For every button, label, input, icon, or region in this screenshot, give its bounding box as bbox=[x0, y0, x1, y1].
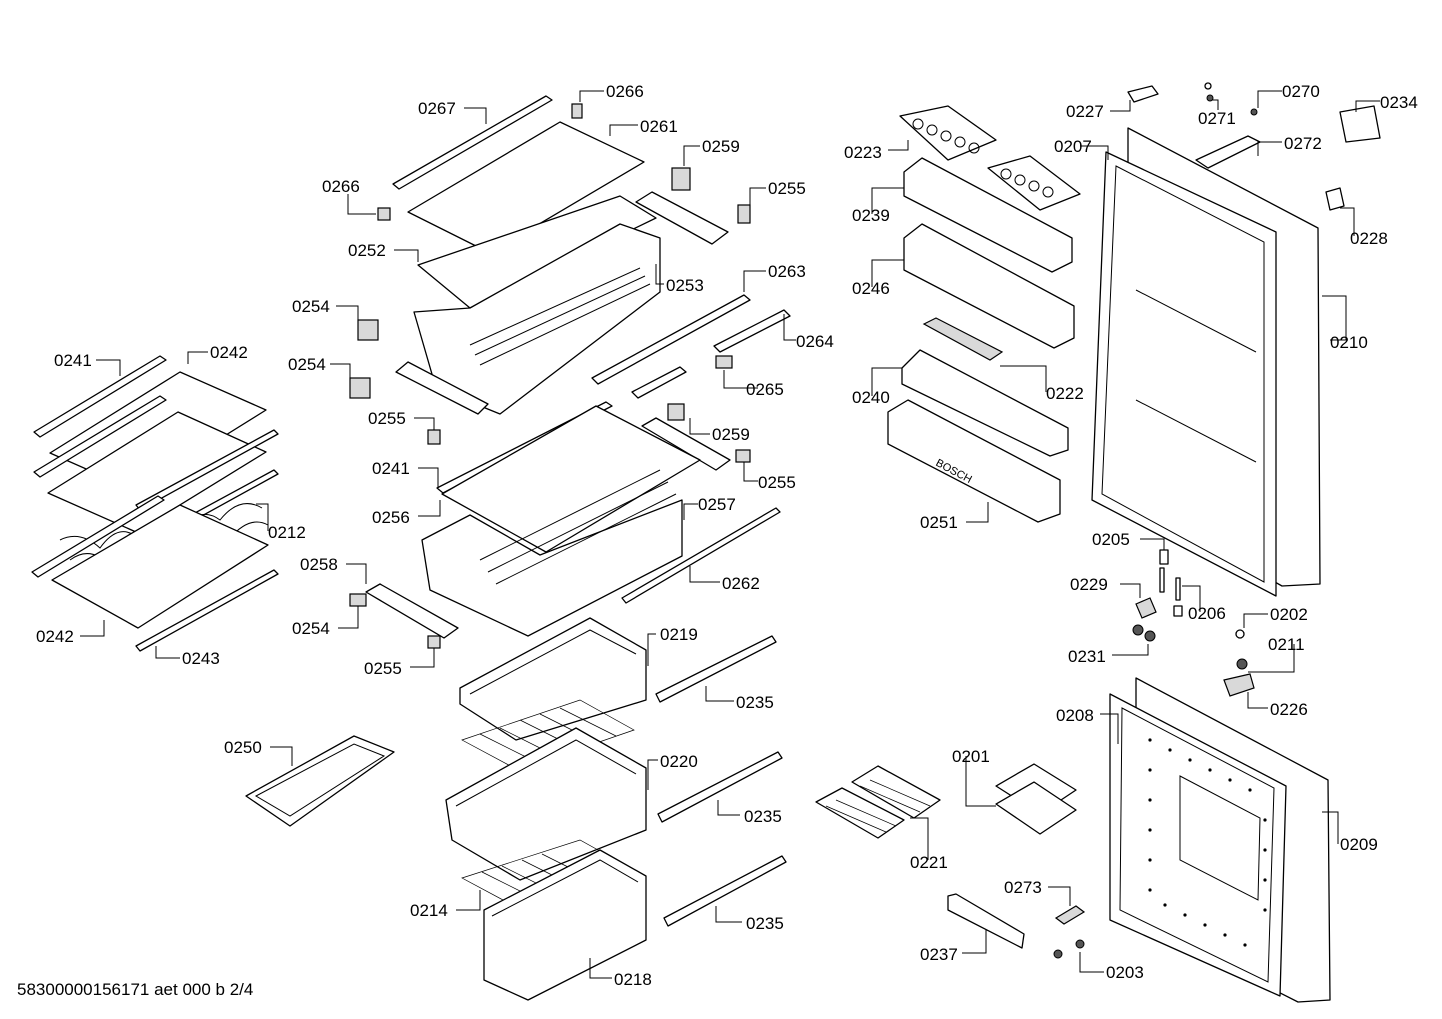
label-0229: 0229 bbox=[1070, 575, 1108, 594]
label-0209: 0209 bbox=[1340, 835, 1378, 854]
label-0266: 0266 bbox=[606, 82, 644, 101]
label-0252: 0252 bbox=[348, 241, 386, 260]
fasteners-group bbox=[1132, 82, 1258, 697]
label-0264: 0264 bbox=[796, 332, 834, 351]
label-0246: 0246 bbox=[852, 279, 890, 298]
label-0234: 0234 bbox=[1380, 93, 1418, 112]
label-0242: 0242 bbox=[36, 627, 74, 646]
label-0254: 0254 bbox=[292, 619, 330, 638]
label-0219: 0219 bbox=[660, 625, 698, 644]
label-0243: 0243 bbox=[182, 649, 220, 668]
label-0250: 0250 bbox=[224, 738, 262, 757]
lower-door-group bbox=[1109, 677, 1331, 1003]
upper-door-group bbox=[1091, 85, 1381, 597]
label-0235: 0235 bbox=[744, 807, 782, 826]
label-0259: 0259 bbox=[702, 137, 740, 156]
label-0226: 0226 bbox=[1270, 700, 1308, 719]
label-0221: 0221 bbox=[910, 853, 948, 872]
document-reference-number: 58300000156171 aet 000 b 2/4 bbox=[17, 980, 254, 999]
label-0223: 0223 bbox=[844, 143, 882, 162]
label-0272: 0272 bbox=[1284, 134, 1322, 153]
label-0214: 0214 bbox=[410, 901, 448, 920]
label-0270: 0270 bbox=[1282, 82, 1320, 101]
label-0266: 0266 bbox=[322, 177, 360, 196]
label-0271: 0271 bbox=[1198, 109, 1236, 128]
part-labels: 0267 0266 0261 0259 0266 0255 0252 0253 … bbox=[36, 82, 1418, 989]
label-0254: 0254 bbox=[292, 297, 330, 316]
label-0210: 0210 bbox=[1330, 333, 1368, 352]
label-0267: 0267 bbox=[418, 99, 456, 118]
label-0240: 0240 bbox=[852, 388, 890, 407]
label-0258: 0258 bbox=[300, 555, 338, 574]
label-0257: 0257 bbox=[698, 495, 736, 514]
label-0208: 0208 bbox=[1056, 706, 1094, 725]
label-0255: 0255 bbox=[364, 659, 402, 678]
freezer-drawer-group bbox=[245, 617, 787, 1001]
label-0212: 0212 bbox=[268, 523, 306, 542]
upper-crisper-group bbox=[349, 95, 791, 445]
label-0220: 0220 bbox=[660, 752, 698, 771]
label-0231: 0231 bbox=[1068, 647, 1106, 666]
label-0228: 0228 bbox=[1350, 229, 1388, 248]
label-0242: 0242 bbox=[210, 343, 248, 362]
label-0255: 0255 bbox=[758, 473, 796, 492]
glass-shelf-group bbox=[31, 355, 279, 652]
label-0259: 0259 bbox=[712, 425, 750, 444]
label-0273: 0273 bbox=[1004, 878, 1042, 897]
label-0239: 0239 bbox=[852, 206, 890, 225]
label-0203: 0203 bbox=[1106, 963, 1144, 982]
door-dot-pattern bbox=[1148, 738, 1267, 947]
label-0206: 0206 bbox=[1188, 604, 1226, 623]
label-0263: 0263 bbox=[768, 262, 806, 281]
label-0265: 0265 bbox=[746, 380, 784, 399]
label-0211: 0211 bbox=[1268, 635, 1305, 654]
label-0227: 0227 bbox=[1066, 102, 1104, 121]
freezer-accessories-group bbox=[815, 763, 1086, 959]
label-0207: 0207 bbox=[1054, 137, 1092, 156]
label-0261: 0261 bbox=[640, 117, 678, 136]
label-0201: 0201 bbox=[952, 747, 990, 766]
label-0255: 0255 bbox=[768, 179, 806, 198]
label-0241: 0241 bbox=[372, 459, 410, 478]
label-0218: 0218 bbox=[614, 970, 652, 989]
label-0256: 0256 bbox=[372, 508, 410, 527]
leader-lines bbox=[80, 90, 1380, 979]
label-0237: 0237 bbox=[920, 945, 958, 964]
label-0235: 0235 bbox=[736, 693, 774, 712]
label-0235: 0235 bbox=[746, 914, 784, 933]
label-0205: 0205 bbox=[1092, 530, 1130, 549]
label-0251: 0251 bbox=[920, 513, 958, 532]
label-0254: 0254 bbox=[288, 355, 326, 374]
label-0241: 0241 bbox=[54, 351, 92, 370]
lower-crisper-group bbox=[349, 401, 781, 649]
label-0202: 0202 bbox=[1270, 605, 1308, 624]
label-0222: 0222 bbox=[1046, 384, 1084, 403]
label-0255: 0255 bbox=[368, 409, 406, 428]
door-shelves-group: BOSCH bbox=[887, 105, 1081, 523]
label-0253: 0253 bbox=[666, 276, 704, 295]
label-0262: 0262 bbox=[722, 574, 760, 593]
